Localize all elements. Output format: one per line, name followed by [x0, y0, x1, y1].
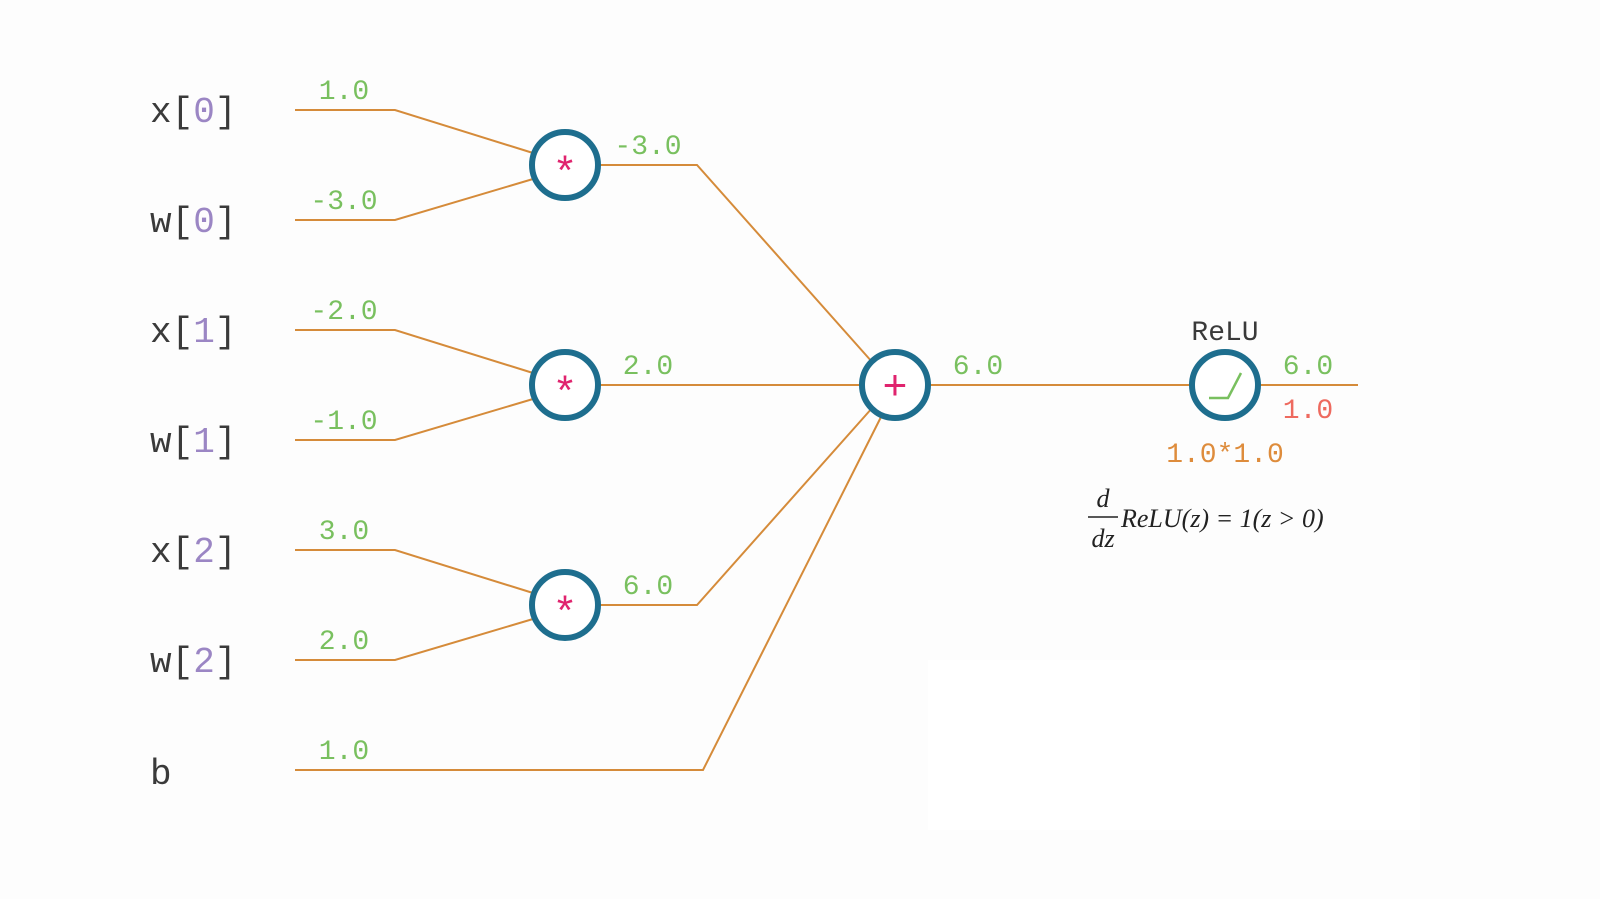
input-label-x1: x[1] [150, 312, 236, 353]
wire-x2 [295, 549, 534, 594]
multiply-node-2: * [529, 569, 601, 641]
input-label-x0: x[0] [150, 92, 236, 133]
multiply-output-2: 6.0 [623, 572, 673, 603]
wire-x1 [295, 329, 534, 374]
multiply-icon: * [552, 591, 577, 639]
node-ring [1189, 349, 1261, 421]
node-ring [529, 129, 601, 201]
formula-denominator: dz [1091, 524, 1114, 553]
input-values: 1.0 -3.0 -2.0 -1.0 3.0 2.0 1.0 [310, 77, 377, 768]
node-ring [859, 349, 931, 421]
input-value-w1: -1.0 [310, 407, 377, 438]
relu-derivative-formula: d dz ReLU(z) = 1(z > 0) [1088, 484, 1324, 553]
multiply-icon: * [552, 151, 577, 199]
input-value-w0: -3.0 [310, 187, 377, 218]
node-ring [529, 569, 601, 641]
input-value-w2: 2.0 [319, 627, 369, 658]
input-value-bias: 1.0 [319, 737, 369, 768]
relu-curve-icon [1209, 372, 1243, 400]
multiply-node-1: * [529, 349, 601, 421]
wire-w2 [295, 618, 534, 661]
multiply-icon: * [552, 371, 577, 419]
formula-body: ReLU(z) = 1(z > 0) [1120, 504, 1324, 533]
input-value-x2: 3.0 [319, 517, 369, 548]
wire-mul0-out [600, 164, 874, 364]
wire-w1 [295, 398, 534, 441]
multiply-node-0: * [529, 129, 601, 201]
input-value-x0: 1.0 [319, 77, 369, 108]
relu-chain-product: 1.0*1.0 [1166, 440, 1284, 471]
input-label-w0: w[0] [150, 202, 236, 243]
relu-gradient: 1.0 [1283, 396, 1333, 427]
input-labels: x[0] w[0] x[1] w[1] x[2] w[2] b [150, 92, 236, 795]
multiply-output-1: 2.0 [623, 352, 673, 383]
formula-numerator: d [1097, 484, 1111, 513]
wires [295, 109, 1358, 771]
sum-node: + [859, 349, 931, 421]
wire-mul2-out [600, 406, 874, 606]
multiply-output-0: -3.0 [614, 132, 681, 163]
input-label-x2: x[2] [150, 532, 236, 573]
wire-w0 [295, 178, 534, 221]
relu-node [1189, 349, 1261, 421]
sum-output: 6.0 [953, 352, 1003, 383]
node-ring [529, 349, 601, 421]
relu-output: 6.0 [1283, 352, 1333, 383]
wire-bias [295, 414, 883, 771]
input-label-w1: w[1] [150, 422, 236, 463]
input-value-x1: -2.0 [310, 297, 377, 328]
blank-panel [928, 660, 1420, 830]
input-label-w2: w[2] [150, 642, 236, 683]
wire-x0 [295, 109, 534, 154]
input-label-bias: b [150, 754, 172, 795]
plus-icon: + [882, 364, 907, 412]
relu-label: ReLU [1191, 318, 1258, 349]
